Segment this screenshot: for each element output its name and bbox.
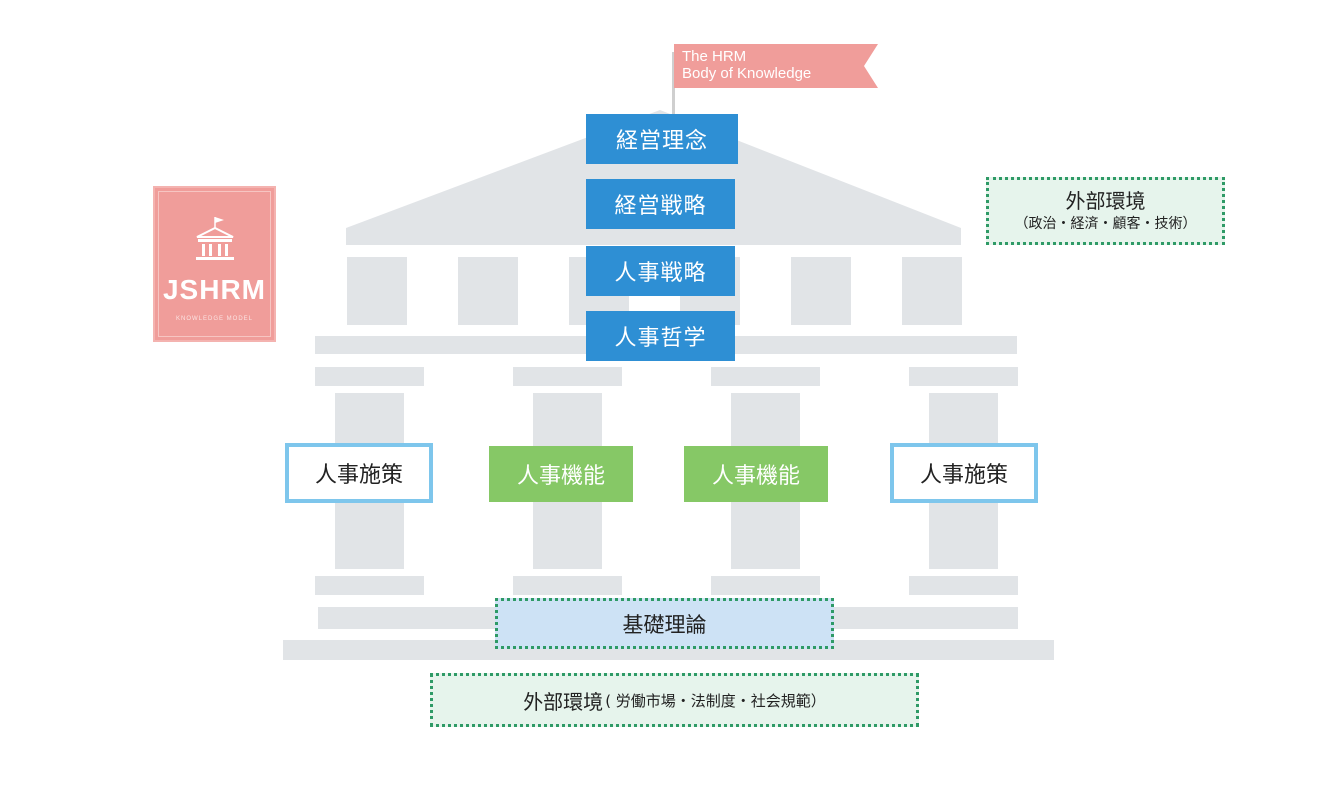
upper-column-5 xyxy=(791,257,851,325)
flag-text-line2: Body of Knowledge xyxy=(682,65,812,82)
philosophy-box: 経営理念 xyxy=(586,114,738,164)
external-right-title: 外部環境 xyxy=(1065,189,1146,213)
flag-banner xyxy=(674,44,878,88)
hr-philosophy-box: 人事哲学 xyxy=(586,311,735,361)
logo-title: JSHRM xyxy=(162,274,266,305)
external-bottom-title: 外部環境 xyxy=(523,689,604,714)
hr-function-box-right: 人事機能 xyxy=(684,446,828,502)
column-base-1 xyxy=(315,576,424,595)
jshrm-logo: JSHRM KNOWLEDGE MODEL xyxy=(153,186,276,342)
logo-subtitle: KNOWLEDGE MODEL xyxy=(175,316,253,322)
hr-function-box-left: 人事機能 xyxy=(489,446,633,502)
column-base-2 xyxy=(513,576,622,595)
capital-2 xyxy=(513,367,622,386)
column-base-3 xyxy=(711,576,820,595)
external-environment-bottom: 外部環境 ( 労働市場・法制度・社会規範） xyxy=(430,673,919,727)
external-bottom-detail: ( 労働市場・法制度・社会規範） xyxy=(605,691,826,710)
external-environment-right: 外部環境 （政治・経済・顧客・技術） xyxy=(986,177,1225,245)
roof-pediment xyxy=(346,110,961,245)
foundation-theory-label: 基礎理論 xyxy=(622,612,707,637)
temple-icon xyxy=(196,217,234,260)
management-strategy-box: 経営戦略 xyxy=(586,179,735,229)
capital-4 xyxy=(909,367,1018,386)
upper-column-6 xyxy=(902,257,962,325)
external-right-detail: （政治・経済・顧客・技術） xyxy=(1014,216,1197,232)
flag-text-line1: The HRM xyxy=(682,48,747,65)
upper-column-2 xyxy=(458,257,518,325)
capital-1 xyxy=(315,367,424,386)
hr-policy-box-right: 人事施策 xyxy=(890,443,1038,503)
capital-3 xyxy=(711,367,820,386)
logo-frame xyxy=(158,191,271,337)
foundation-theory-box: 基礎理論 xyxy=(495,598,834,649)
temple-step-lower xyxy=(283,640,1054,660)
upper-column-1 xyxy=(347,257,407,325)
hr-strategy-box: 人事戦略 xyxy=(586,246,735,296)
flag-pole xyxy=(672,52,675,115)
column-base-4 xyxy=(909,576,1018,595)
hr-policy-box-left: 人事施策 xyxy=(285,443,433,503)
